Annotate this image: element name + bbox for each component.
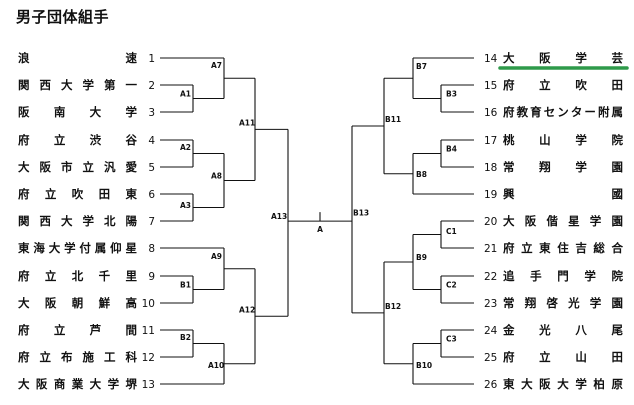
right-team-name: 大阪偕星学園 [503,214,623,228]
match-label-b4: B4 [446,145,457,154]
right-team-name: 府立山田 [503,350,623,364]
right-team-seed: 18 [484,162,497,174]
right-team-name: 金光八尾 [502,323,624,337]
right-team-name: 常翔啓光学園 [503,296,623,310]
match-label-a2: A2 [180,143,191,152]
right-team-seed: 24 [484,325,498,337]
left-team-seed: 9 [148,271,155,283]
page-title: 男子団体組手 [16,8,110,26]
match-label-a9: A9 [211,252,222,261]
bracket-lines [160,57,474,385]
match-label-a1: A1 [180,90,191,99]
right-team-seed: 17 [484,135,497,147]
match-label-a11: A11 [239,118,255,127]
left-team-name: 関西大学北陽 [18,214,138,228]
right-team-name: 興國 [503,187,623,201]
left-team-name: 関西大学第一 [18,78,138,92]
left-entries: 浪速 1 関西大学第一 2 阪南大学 3 府立渋谷 4 大阪市立汎愛 5 府立吹田東 6 関西大学北陽 7… [18,51,155,391]
left-team-name: 府立渋谷 [18,133,138,147]
right-team-name: 常翔学園 [503,160,623,174]
left-team-seed: 1 [148,53,155,65]
left-team-name: 府立北千里 [18,269,138,283]
left-team-seed: 5 [148,162,155,174]
match-label-b3: B3 [446,90,457,99]
right-team-name: 府立東住吉総合 [503,241,624,255]
left-team-name: 東海大学付属仰星 [18,241,137,255]
left-team-name: 大阪商業大学堺 [18,377,138,391]
match-label-b10: B10 [416,361,432,370]
match-label-b8: B8 [416,170,427,179]
right-team-seed: 20 [484,216,497,228]
match-label-b9: B9 [416,253,427,262]
left-team-name: 府立吹田東 [18,187,138,201]
left-team-name: 大阪朝鮮高 [18,296,137,310]
left-team-seed: 12 [142,352,155,364]
match-label-a8: A8 [211,172,222,181]
right-team-name: 追手門学院 [503,269,624,283]
right-team-name: 大阪学芸 [503,51,624,65]
match-label-a13: A13 [271,212,287,221]
match-label-a12: A12 [239,305,255,314]
left-team-name: 府立布施工科 [18,350,138,364]
match-label-a: A [317,225,323,234]
left-team-seed: 3 [148,107,155,119]
right-entries: 14 大阪学芸 15 府立吹田 16 府教育センター附属 17 桃山学院 18 常翔学園 19 興國 2… [484,51,624,391]
match-label-c3: C3 [446,335,457,344]
left-team-name: 阪南大学 [18,105,138,119]
right-team-name: 府教育センター附属 [503,105,623,119]
right-team-seed: 23 [484,298,497,310]
match-label-a3: A3 [180,201,191,210]
left-team-name: 大阪市立汎愛 [18,160,138,174]
left-team-seed: 4 [148,135,155,147]
right-team-seed: 19 [484,189,497,201]
right-team-seed: 25 [484,352,497,364]
match-label-b1: B1 [180,281,191,290]
match-label-b12: B12 [385,302,401,311]
right-team-seed: 15 [484,80,497,92]
right-team-name: 府立吹田 [503,78,623,92]
right-team-seed: 26 [484,379,498,391]
right-team-name: 東大阪大学柏原 [503,377,624,391]
match-label-b2: B2 [180,333,191,342]
match-label-b11: B11 [385,115,401,124]
left-team-name: 府立芦間 [18,323,137,337]
left-team-seed: 6 [148,189,155,201]
right-team-seed: 21 [484,243,497,255]
left-team-seed: 13 [142,379,155,391]
match-label-b13: B13 [353,208,369,217]
match-label-a7: A7 [211,61,222,70]
right-team-seed: 16 [484,107,498,119]
match-label-a10: A10 [208,361,224,370]
left-team-seed: 7 [148,216,155,228]
match-label-c1: C1 [446,227,457,236]
left-team-name: 浪速 [18,51,138,65]
match-label-b7: B7 [416,62,427,71]
left-team-seed: 2 [148,80,155,92]
right-team-name: 桃山学院 [503,133,624,147]
right-team-seed: 22 [484,271,497,283]
left-team-seed: 10 [142,298,155,310]
left-team-seed: 11 [142,325,155,337]
right-team-seed: 14 [484,53,498,65]
left-team-seed: 8 [148,243,155,255]
match-label-c2: C2 [446,281,457,290]
